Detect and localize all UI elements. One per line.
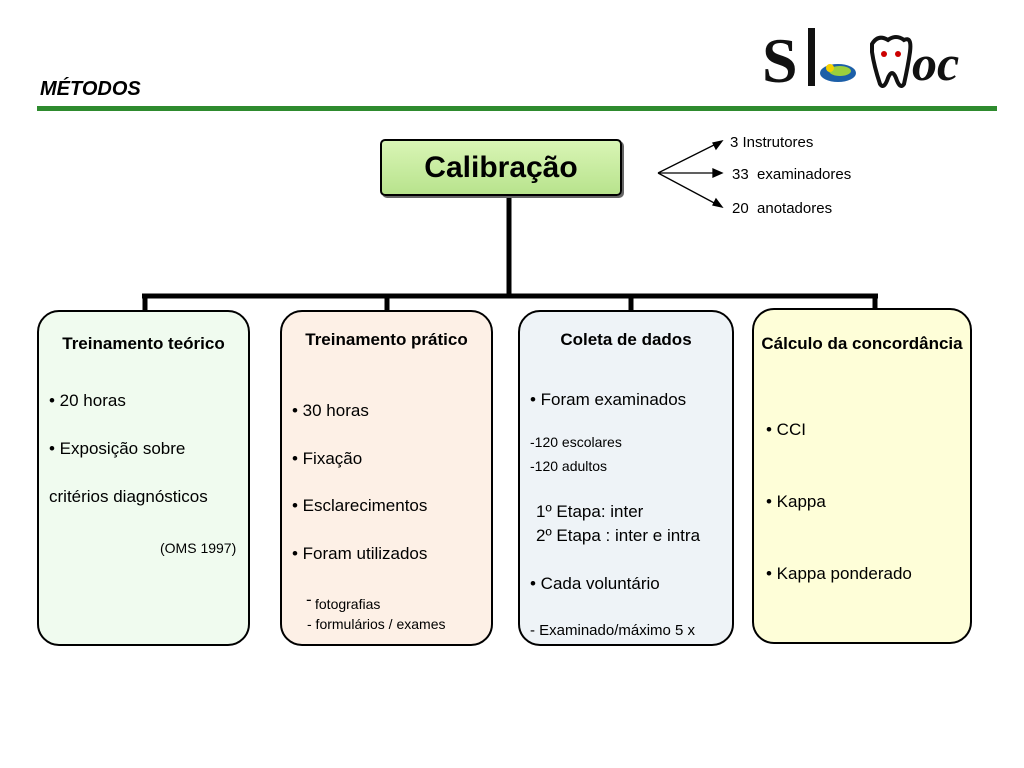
card-line: • CCI (766, 420, 806, 439)
card-line: -120 adultos (530, 458, 608, 474)
tooth-icon (870, 35, 913, 88)
card-line: 2º Etapa : inter e intra (536, 526, 701, 545)
card-title: Cálculo da concordância (761, 334, 963, 353)
card-title: Coleta de dados (560, 330, 692, 349)
card-line: 1º Etapa: inter (536, 502, 644, 521)
card-treinamento-teorico: Treinamento teórico • 20 horas • Exposiç… (37, 310, 250, 646)
fan-item-examinadores: 33 examinadores (732, 166, 852, 183)
card-treinamento-pratico: Treinamento prático • 30 horas • Fixação… (280, 310, 493, 646)
root-node-label: Calibração (424, 150, 578, 184)
fan-arrows (657, 139, 724, 209)
card-line: - (306, 590, 317, 609)
logo-graphic: S oc (762, 25, 959, 96)
page-title: MÉTODOS (40, 78, 141, 100)
card-line: fotografias (315, 596, 381, 612)
logo: S oc (760, 18, 992, 96)
card-line: • 30 horas (292, 401, 369, 420)
card-line: • Esclarecimentos (292, 496, 428, 515)
card-title: Treinamento teórico (62, 334, 225, 353)
card-line: • Kappa (766, 492, 826, 511)
card-line: • Cada voluntário (530, 574, 660, 593)
card-line: - formulários / exames (307, 616, 446, 632)
card-calculo-concordancia: Cálculo da concordância • CCI • Kappa • … (752, 308, 972, 644)
card-line: • Foram utilizados (292, 544, 428, 563)
card-title: Treinamento prático (305, 330, 468, 349)
card-line: • Kappa ponderado (766, 564, 912, 583)
title-divider (37, 106, 997, 111)
logo-letters-oc: oc (912, 35, 959, 91)
fan-item-anotadores: 20 anotadores (732, 200, 833, 217)
card-coleta-de-dados: Coleta de dados • Foram examinados -120 … (518, 310, 734, 646)
card-line: (OMS 1997) (160, 540, 237, 556)
logo-letter-s: S (762, 25, 798, 96)
fan-item-instrutores: 3 Instrutores (730, 134, 814, 151)
card-line: • Foram examinados (530, 390, 687, 409)
card-line: • 20 horas (49, 391, 126, 410)
root-node-calibracao: Calibração (380, 139, 622, 196)
card-line: • Exposição sobre (49, 439, 186, 458)
card-line: • Fixação (292, 449, 363, 468)
card-line: -120 escolares (530, 434, 622, 450)
card-line: critérios diagnósticos (49, 487, 208, 506)
card-line: - Examinado/máximo 5 x (530, 622, 696, 639)
